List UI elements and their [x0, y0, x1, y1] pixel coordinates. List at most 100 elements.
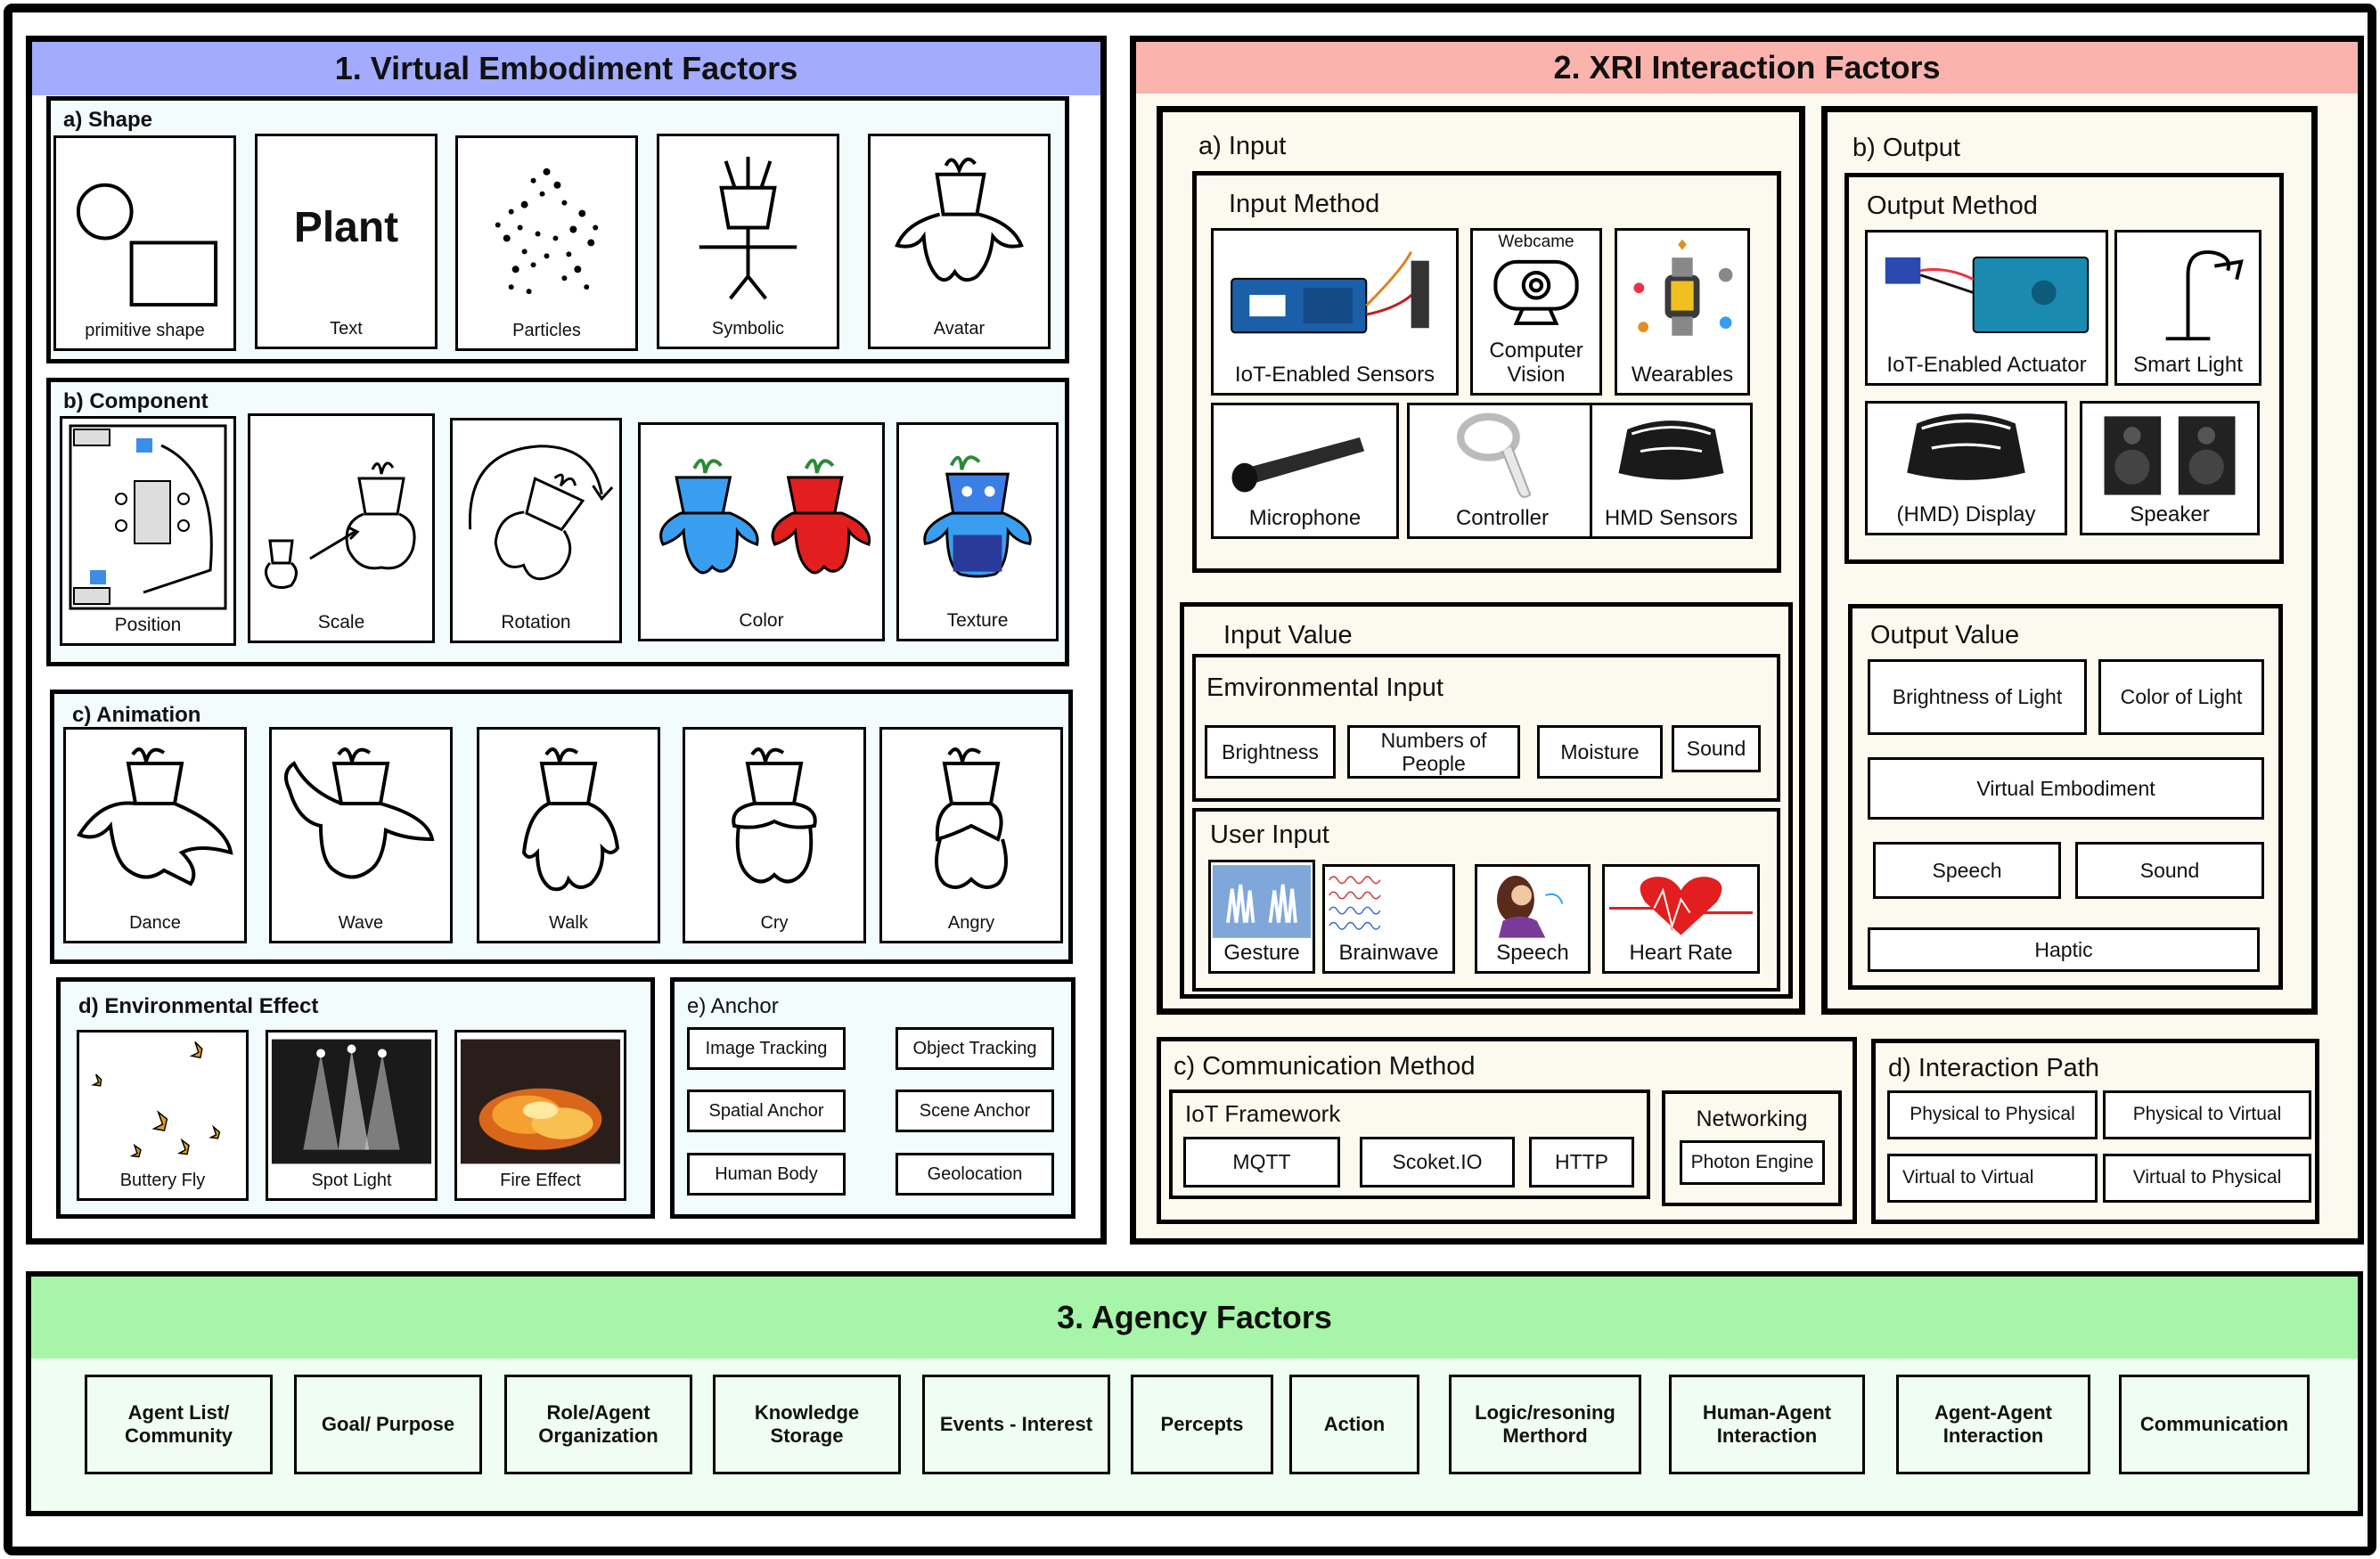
smart-light-label: Smart Light [2133, 353, 2243, 377]
input-wearables: Wearables [1615, 228, 1750, 396]
controller-label: Controller [1455, 506, 1550, 530]
shape-label-text: Text [330, 319, 363, 339]
user-input-brainwave: Brainwave [1322, 864, 1455, 974]
env-input-moisture: Moisture [1537, 725, 1663, 779]
iot-board-icon [1231, 250, 1429, 334]
brainwave-label: Brainwave [1338, 941, 1439, 965]
shape-card-text: Plant Text [255, 134, 438, 349]
heart-rate-icon [1609, 877, 1753, 935]
wearables-icon [1633, 239, 1733, 336]
outer-frame [4, 4, 2376, 1555]
shape-label-primitive: primitive shape [85, 321, 205, 340]
anchor-label: e) Anchor [687, 994, 779, 1018]
virtual-embodiment-header: 1. Virtual Embodiment Factors [32, 42, 1100, 95]
hmd-display-icon [1907, 413, 2025, 480]
cry-avatar-icon [732, 747, 817, 884]
hmd-display-label: (HMD) Display [1896, 502, 2036, 526]
component-label-scale: Scale [317, 612, 365, 633]
brainwave-icon [1329, 876, 1381, 930]
component-card-position: Position [60, 416, 236, 646]
animation-card-angry: Angry [879, 727, 1063, 943]
communication-method-label: c) Communication Method [1174, 1052, 1476, 1081]
env-card-spotlight: Spot Light [266, 1030, 438, 1201]
avatar-icon [895, 157, 1024, 282]
input-hmd-sensors: HMD Sensors [1590, 403, 1753, 539]
env-card-butterfly: Buttery Fly [77, 1030, 249, 1201]
env-label-fire: Fire Effect [500, 1171, 581, 1190]
anchor-spatial-anchor: Spatial Anchor [687, 1090, 846, 1132]
controller-icon [1457, 412, 1532, 498]
input-microphone: Microphone [1211, 403, 1399, 539]
user-input-gesture: Gesture [1208, 860, 1315, 974]
symbolic-figure-icon [699, 156, 797, 300]
component-card-texture: Texture [896, 422, 1059, 641]
anchor-human-body: Human Body [687, 1153, 846, 1196]
texture-avatar-icon [923, 455, 1032, 578]
env-card-fire: Fire Effect [454, 1030, 626, 1201]
microphone-label: Microphone [1248, 506, 1362, 530]
agency-events-interest: Events - Interest [922, 1375, 1110, 1474]
component-label-position: Position [114, 615, 182, 635]
walk-avatar-icon [521, 747, 620, 892]
iot-mqtt: MQTT [1183, 1137, 1340, 1188]
output-iot-actuator: IoT-Enabled Actuator [1865, 230, 2108, 386]
output-value-label: Output Value [1870, 621, 2020, 649]
shape-label: a) Shape [63, 108, 153, 132]
dance-avatar-icon [77, 747, 233, 886]
environmental-effect-label: d) Environmental Effect [78, 994, 319, 1018]
output-brightness-of-light: Brightness of Light [1868, 659, 2087, 735]
speaker-label: Speaker [2130, 502, 2210, 526]
agency-header: 3. Agency Factors [31, 1277, 2358, 1359]
component-label: b) Component [63, 389, 209, 413]
component-card-scale: Scale [248, 413, 435, 643]
actuator-board-icon [1885, 256, 2090, 333]
spotlight-icon [271, 1039, 432, 1164]
path-virtual-to-virtual: Virtual to Virtual [1887, 1154, 2098, 1203]
agency-role-organization: Role/Agent Organization [504, 1375, 692, 1474]
agency-human-agent-interaction: Human-Agent Interaction [1669, 1375, 1865, 1474]
computer-vision-label: Computer Vision [1489, 338, 1583, 388]
shape-card-symbolic: Symbolic [657, 134, 839, 349]
agency-knowledge-storage: Knowledge Storage [713, 1375, 901, 1474]
input-value-label: Input Value [1223, 621, 1353, 649]
speech-person-icon [1496, 876, 1564, 938]
photon-engine: Photon Engine [1680, 1140, 1825, 1185]
agency-logic-method: Logic/resoning Merthord [1449, 1375, 1641, 1474]
animation-label-angry: Angry [947, 913, 995, 933]
input-method-label: Input Method [1229, 190, 1380, 218]
output-color-of-light: Color of Light [2098, 659, 2264, 735]
speech-label: Speech [1496, 941, 1569, 965]
anchor-image-tracking: Image Tracking [687, 1027, 846, 1070]
agency-agent-agent-interaction: Agent-Agent Interaction [1896, 1375, 2090, 1474]
animation-label-walk: Walk [549, 913, 588, 933]
shape-card-particles: Particles [455, 135, 638, 351]
butterflies-icon [91, 1041, 221, 1158]
output-method-label: Output Method [1867, 192, 2038, 220]
user-input-label: User Input [1210, 820, 1329, 849]
anchor-scene-anchor: Scene Anchor [896, 1090, 1054, 1132]
output-smart-light: Smart Light [2114, 230, 2261, 386]
component-label-rotation: Rotation [501, 612, 571, 633]
plant-text: Plant [293, 204, 399, 251]
environmental-input-label: Emvironmental Input [1206, 673, 1444, 702]
output-hmd-display: (HMD) Display [1865, 401, 2067, 535]
output-speech: Speech [1873, 842, 2061, 899]
output-sound: Sound [2075, 842, 2264, 899]
agency-action: Action [1289, 1375, 1419, 1474]
animation-card-dance: Dance [63, 727, 247, 943]
fire-effect-icon [460, 1039, 621, 1164]
smart-light-lamp-icon [2165, 250, 2244, 341]
input-controller: Controller [1407, 403, 1598, 539]
gesture-label: Gesture [1223, 941, 1300, 965]
agency-agent-list: Agent List/ Community [85, 1375, 273, 1474]
input-iot-sensors: IoT-Enabled Sensors [1211, 228, 1459, 396]
shape-label-avatar: Avatar [933, 319, 986, 339]
networking-label: Networking [1696, 1106, 1808, 1131]
microphone-icon [1231, 437, 1365, 493]
hmd-sensors-label: HMD Sensors [1604, 506, 1738, 530]
animation-card-wave: Wave [269, 727, 453, 943]
webcam-label: Webcame [1498, 233, 1574, 251]
iot-framework-label: IoT Framework [1185, 1100, 1341, 1127]
wave-avatar-icon [284, 747, 435, 879]
input-computer-vision: Webcame Computer Vision [1470, 228, 1602, 396]
